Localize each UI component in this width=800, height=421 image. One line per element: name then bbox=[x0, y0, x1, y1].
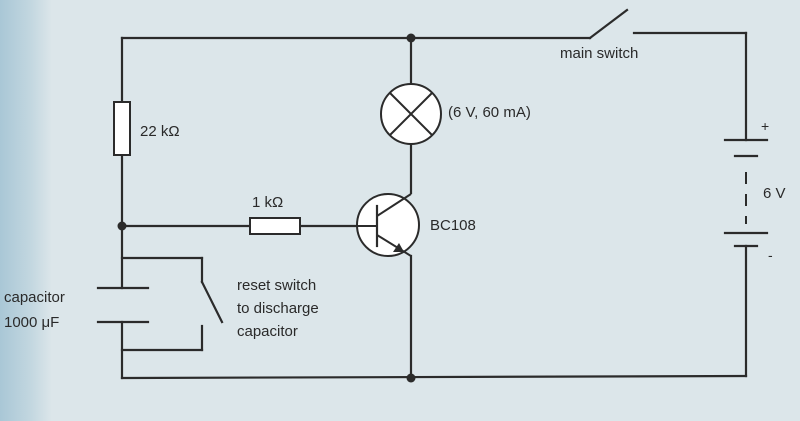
transistor-label: BC108 bbox=[430, 217, 476, 234]
capacitor bbox=[96, 286, 150, 324]
capacitor-label-line2: 1000 μF bbox=[4, 314, 59, 331]
resistor-1k-label: 1 kΩ bbox=[252, 194, 283, 211]
reset-label-line3: capacitor bbox=[237, 323, 298, 340]
lamp bbox=[380, 83, 442, 145]
lamp-cross-b bbox=[389, 92, 433, 136]
battery-minus-label: - bbox=[768, 247, 773, 263]
reset-switch bbox=[200, 280, 224, 324]
main-switch-label: main switch bbox=[560, 45, 638, 62]
battery-voltage-label: 6 V bbox=[763, 185, 786, 202]
resistor-22k-label: 22 kΩ bbox=[140, 123, 180, 140]
junctions bbox=[117, 33, 416, 383]
lamp-rating-label: (6 V, 60 mA) bbox=[448, 104, 531, 121]
resistor-22k bbox=[113, 101, 131, 156]
page-edge-tint bbox=[0, 0, 52, 421]
transistor-emitter bbox=[376, 234, 412, 257]
main-switch bbox=[588, 8, 629, 40]
labels: main switch 22 kΩ 1 kΩ (6 V, 60 mA) BC10… bbox=[4, 45, 786, 340]
transistor bbox=[356, 193, 420, 257]
resistor-1k bbox=[249, 217, 301, 235]
junction-bottom-centre bbox=[406, 373, 416, 383]
main-switch-blade bbox=[588, 8, 629, 40]
transistor-collector bbox=[376, 193, 412, 217]
junction-base-node bbox=[117, 221, 127, 231]
transistor-emitter-arrow bbox=[393, 243, 404, 252]
wire-bottom bbox=[120, 374, 748, 380]
reset-label-line1: reset switch bbox=[237, 277, 316, 294]
capacitor-label-line1: capacitor bbox=[4, 289, 65, 306]
reset-label-line2: to discharge bbox=[237, 300, 319, 317]
reset-switch-blade bbox=[200, 280, 224, 324]
battery-plus-label: + bbox=[761, 118, 769, 134]
junction-top-centre bbox=[406, 33, 416, 43]
battery bbox=[723, 138, 769, 248]
wires bbox=[120, 31, 748, 380]
